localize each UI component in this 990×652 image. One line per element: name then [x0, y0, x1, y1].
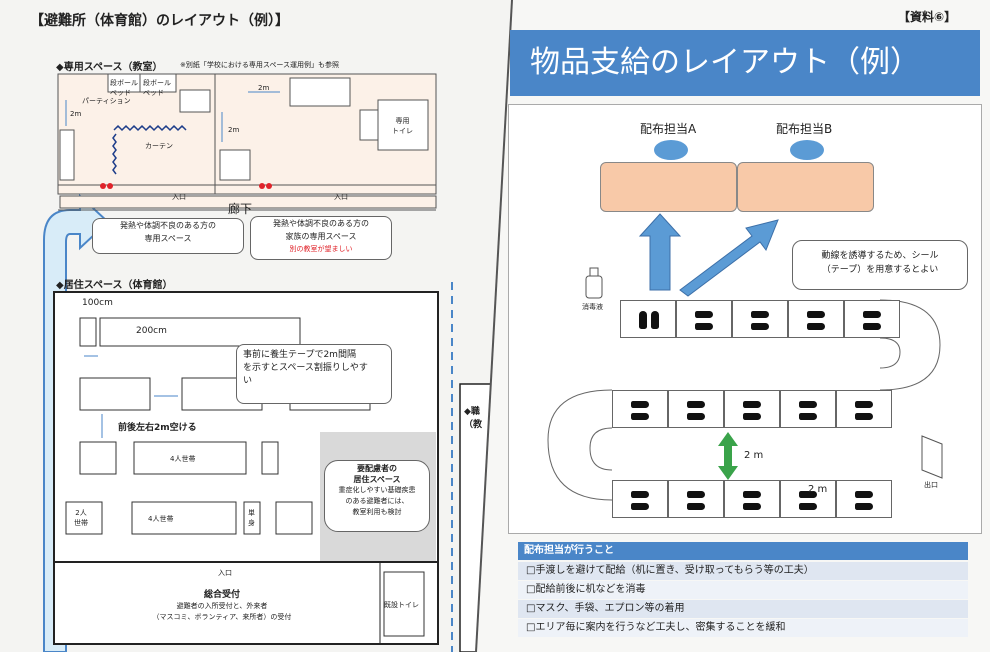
footprint-icon: [687, 401, 705, 408]
footprint-icon: [855, 413, 873, 420]
partition-label: パーティション: [82, 97, 131, 105]
footprint-cell: [676, 300, 732, 338]
footprint-cell: [732, 300, 788, 338]
family-space-callout: 発熱や体調不良のある方の 家族の専用スペース 別の教室が望ましい: [250, 216, 392, 260]
footprint-cell: [836, 480, 892, 518]
footprint-cell: [780, 390, 836, 428]
section1-note: ※別紙「学校における専用スペース運用例」も参照: [180, 61, 340, 69]
distribution-title: 物品支給のレイアウト（例）: [510, 30, 980, 96]
spacing-rule-label: 前後左右2m空ける: [118, 423, 197, 433]
single-label: 単 身: [248, 509, 255, 527]
care-space-body: 重症化しやすい基礎疾患 のある避難者には、 教室利用も検討: [338, 486, 416, 516]
reception-body: 避難者の入所受付と、外来者 （マスコミ、ボランティア、来所者）の受付: [152, 602, 292, 621]
distance-label: 2m: [228, 126, 240, 134]
width-200-label: 200cm: [136, 326, 167, 336]
footprint-cell: [724, 390, 780, 428]
distance-label: 2 m: [744, 450, 764, 461]
footprint-cell: [668, 480, 724, 518]
footprint-icon: [799, 503, 817, 510]
entrance-label: 入口: [172, 193, 186, 201]
footprint-icon: [687, 413, 705, 420]
footprint-icon: [687, 491, 705, 498]
footprint-icon: [807, 311, 825, 318]
duty-item: □配給前後に机などを消毒: [518, 581, 968, 599]
tape-spacing-callout: 事前に養生テープで2m間隔 を示すとスペース割振りしやす い: [236, 344, 392, 404]
footprint-icon: [855, 503, 873, 510]
family4-label: 4人世帯: [148, 515, 174, 523]
footprint-icon: [855, 401, 873, 408]
duty-item: □手渡しを避けて配給（机に置き、受け取ってもらう等の工夫）: [518, 562, 968, 580]
width-100-label: 100cm: [82, 298, 113, 308]
reception-box: 総合受付 避難者の入所受付と、外来者 （マスコミ、ボランティア、来所者）の受付: [136, 590, 308, 630]
footprint-icon: [743, 413, 761, 420]
duties-heading: 配布担当が行うこと: [518, 542, 968, 560]
footprint-cell: [612, 390, 668, 428]
footprint-icon: [631, 503, 649, 510]
family4-label: 4人世帯: [170, 455, 196, 463]
existing-toilet-label: 既設トイレ: [384, 601, 419, 609]
footprint-icon: [639, 311, 647, 329]
footprint-icon: [743, 401, 761, 408]
footprint-icon: [863, 323, 881, 330]
footprint-icon: [743, 503, 761, 510]
cardboard-bed-label: 段ボール ベッド: [143, 79, 171, 97]
section2-heading: ◆居住スペース（体育館）: [56, 280, 173, 291]
footprint-icon: [743, 491, 761, 498]
family2-label: 2人 世帯: [74, 509, 88, 527]
footprint-icon: [855, 491, 873, 498]
staff-b-label: 配布担当B: [776, 122, 833, 136]
family-space-text: 発熱や体調不良のある方の 家族の専用スペース: [273, 219, 369, 241]
cardboard-bed-label: 段ボール ベッド: [110, 79, 138, 97]
footprint-icon: [807, 323, 825, 330]
footprint-icon: [751, 323, 769, 330]
dedicated-toilet-label: 専用 トイレ: [392, 117, 413, 135]
footprint-cell: [620, 300, 676, 338]
family-space-note: 別の教室が望ましい: [289, 245, 353, 253]
footprint-icon: [651, 311, 659, 329]
footprint-cell: [836, 390, 892, 428]
care-space-callout: 要配慮者の 居住スペース 重症化しやすい基礎疾患 のある避難者には、 教室利用も…: [324, 460, 430, 532]
footprint-icon: [631, 401, 649, 408]
staff-a-head: [654, 140, 688, 160]
staff-a-label: 配布担当A: [640, 122, 697, 136]
footprint-cell: [788, 300, 844, 338]
footprint-icon: [695, 323, 713, 330]
curtain-label: カーテン: [145, 142, 173, 150]
footprint-icon: [863, 311, 881, 318]
footprint-cell: [612, 480, 668, 518]
document-reference: 【資料⑥】: [898, 10, 957, 24]
sanitizer-label: 消毒液: [582, 303, 603, 311]
footprint-icon: [631, 413, 649, 420]
footprint-icon: [799, 413, 817, 420]
staff-b-head: [790, 140, 824, 160]
distance-label: 2m: [258, 84, 270, 92]
footprint-icon: [799, 401, 817, 408]
fever-space-callout: 発熱や体調不良のある方の 専用スペース: [92, 218, 244, 254]
hallway-label: 廊下: [228, 202, 253, 216]
footprint-icon: [687, 503, 705, 510]
entrance-label: 入口: [334, 193, 348, 201]
distance-label: 2m: [70, 110, 82, 118]
counter-a: [600, 162, 737, 212]
guidance-callout: 動線を誘導するため、シール （テープ）を用意するとよい: [792, 240, 968, 290]
footprint-icon: [695, 311, 713, 318]
exit-label: 出口: [924, 481, 938, 489]
left-page-title: 【避難所（体育館）のレイアウト（例）】: [30, 13, 289, 29]
footprint-cell: [724, 480, 780, 518]
section1-heading: ◆専用スペース（教室）: [56, 62, 163, 73]
footprint-cell: [844, 300, 900, 338]
partial-section-heading: ◆職 （教: [464, 407, 483, 430]
footprint-icon: [799, 491, 817, 498]
footprint-icon: [751, 311, 769, 318]
counter-b: [737, 162, 874, 212]
reception-title: 総合受付: [203, 590, 240, 600]
duty-item: □マスク、手袋、エプロン等の着用: [518, 600, 968, 618]
care-space-title: 要配慮者の 居住スペース: [353, 464, 401, 484]
distance-label: 2 m: [808, 484, 828, 495]
footprint-icon: [631, 491, 649, 498]
footprint-cell: [668, 390, 724, 428]
entrance-label: 入口: [218, 569, 232, 577]
duty-item: □エリア毎に案内を行うなど工夫し、密集することを緩和: [518, 619, 968, 637]
footprint-cell: [780, 480, 836, 518]
